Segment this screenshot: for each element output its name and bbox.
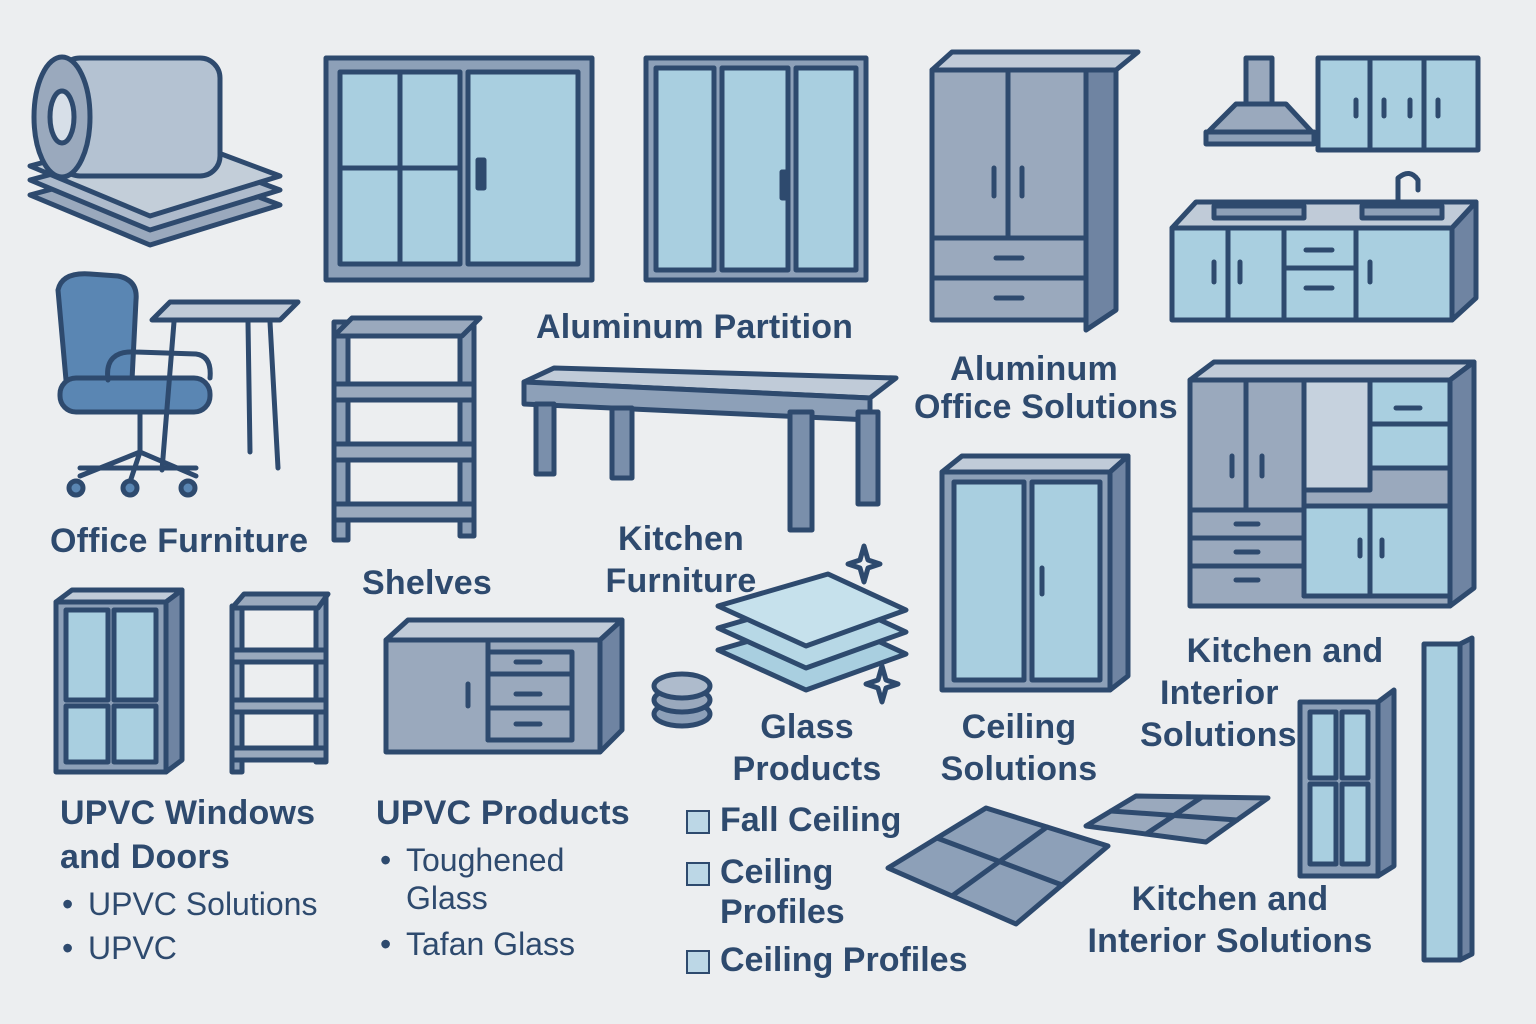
checklist-text: Ceiling Profiles bbox=[720, 941, 968, 979]
label-line: Interior bbox=[1160, 674, 1279, 712]
checklist-item-ceiling-profiles: Ceiling Profiles bbox=[686, 852, 845, 932]
label-line: Solutions bbox=[1140, 716, 1297, 754]
checkbox-square-icon bbox=[686, 810, 710, 834]
list-item-glass: Glass bbox=[406, 880, 488, 916]
shelf-icon bbox=[331, 315, 483, 543]
label-line: Interior Solutions bbox=[1087, 922, 1373, 960]
table-icon bbox=[521, 365, 899, 533]
checklist-item-ceiling-profiles-2: Ceiling Profiles bbox=[686, 940, 968, 980]
label-shelves: Shelves bbox=[362, 564, 492, 602]
label-ceiling-solutions: Ceiling Solutions bbox=[934, 706, 1104, 790]
glass-discs-icon bbox=[651, 671, 713, 729]
sparkle-icon bbox=[845, 543, 901, 705]
glass-cabinet-icon bbox=[939, 453, 1131, 693]
partition-doors-icon bbox=[643, 55, 869, 283]
checklist-item-fall-ceiling: Fall Ceiling bbox=[686, 800, 902, 840]
label-aluminum-office-solutions: Aluminum Office Solutions bbox=[914, 348, 1178, 428]
label-line: Kitchen and bbox=[1131, 880, 1329, 918]
label-kitchen-interior-solutions-b: Kitchen and Interior Solutions bbox=[1080, 878, 1380, 962]
label-line: Glass bbox=[760, 708, 854, 746]
checklist-text: Profiles bbox=[720, 893, 845, 931]
upvc-window-icon bbox=[53, 587, 185, 775]
label-line: Office Solutions bbox=[914, 388, 1178, 426]
label-kitchen-furniture: Kitchen Furniture bbox=[596, 518, 766, 602]
range-hood-icon bbox=[1203, 55, 1317, 147]
sliding-window-icon bbox=[323, 55, 595, 283]
checklist-text: Ceiling bbox=[720, 853, 834, 891]
label-line: UPVC Windows bbox=[60, 794, 316, 832]
label-line: Ceiling bbox=[961, 708, 1077, 746]
label-line: Solutions bbox=[940, 750, 1098, 788]
wall-cabinet-icon bbox=[1315, 55, 1481, 153]
label-upvc-windows-doors: UPVC Windows and Doors bbox=[60, 792, 315, 878]
label-glass-products: Glass Products bbox=[722, 706, 892, 790]
office-chair-icon bbox=[55, 271, 213, 498]
list-item-tafan-glass: Tafan Glass bbox=[380, 924, 575, 964]
tall-kitchen-cabinet-icon bbox=[1187, 359, 1477, 609]
roll-sheets-icon bbox=[27, 54, 283, 248]
checklist-text: Fall Ceiling bbox=[720, 801, 902, 839]
kitchen-island-icon bbox=[383, 617, 625, 755]
ceiling-panel-icon bbox=[885, 793, 1271, 927]
upvc-door-icon bbox=[1297, 687, 1397, 879]
kitchen-counter-icon bbox=[1169, 171, 1479, 323]
label-office-furniture: Office Furniture bbox=[50, 522, 309, 560]
checkbox-square-icon bbox=[686, 950, 710, 974]
label-kitchen-interior-solutions-a: Kitchen and Interior Solutions bbox=[1140, 630, 1390, 756]
desk-icon bbox=[149, 299, 301, 473]
label-line: Aluminum bbox=[950, 350, 1118, 388]
label-upvc-products: UPVC Products bbox=[376, 794, 630, 832]
wardrobe-icon bbox=[929, 49, 1141, 333]
label-line: Products bbox=[732, 750, 882, 788]
small-shelf-icon bbox=[229, 591, 331, 775]
list-item-toughened: Toughened bbox=[380, 840, 564, 880]
glass-sheets-icon bbox=[715, 571, 909, 693]
checkbox-square-icon bbox=[686, 862, 710, 886]
profile-bar-icon bbox=[1421, 635, 1475, 963]
label-line: Furniture bbox=[605, 562, 757, 600]
label-aluminum-partition: Aluminum Partition bbox=[536, 308, 854, 346]
label-line: Kitchen and bbox=[1186, 632, 1384, 670]
list-item-upvc: UPVC bbox=[62, 928, 177, 968]
label-line: Kitchen bbox=[617, 520, 745, 558]
label-line: and Doors bbox=[60, 838, 230, 876]
list-item-upvc-solutions: UPVC Solutions bbox=[62, 884, 317, 924]
